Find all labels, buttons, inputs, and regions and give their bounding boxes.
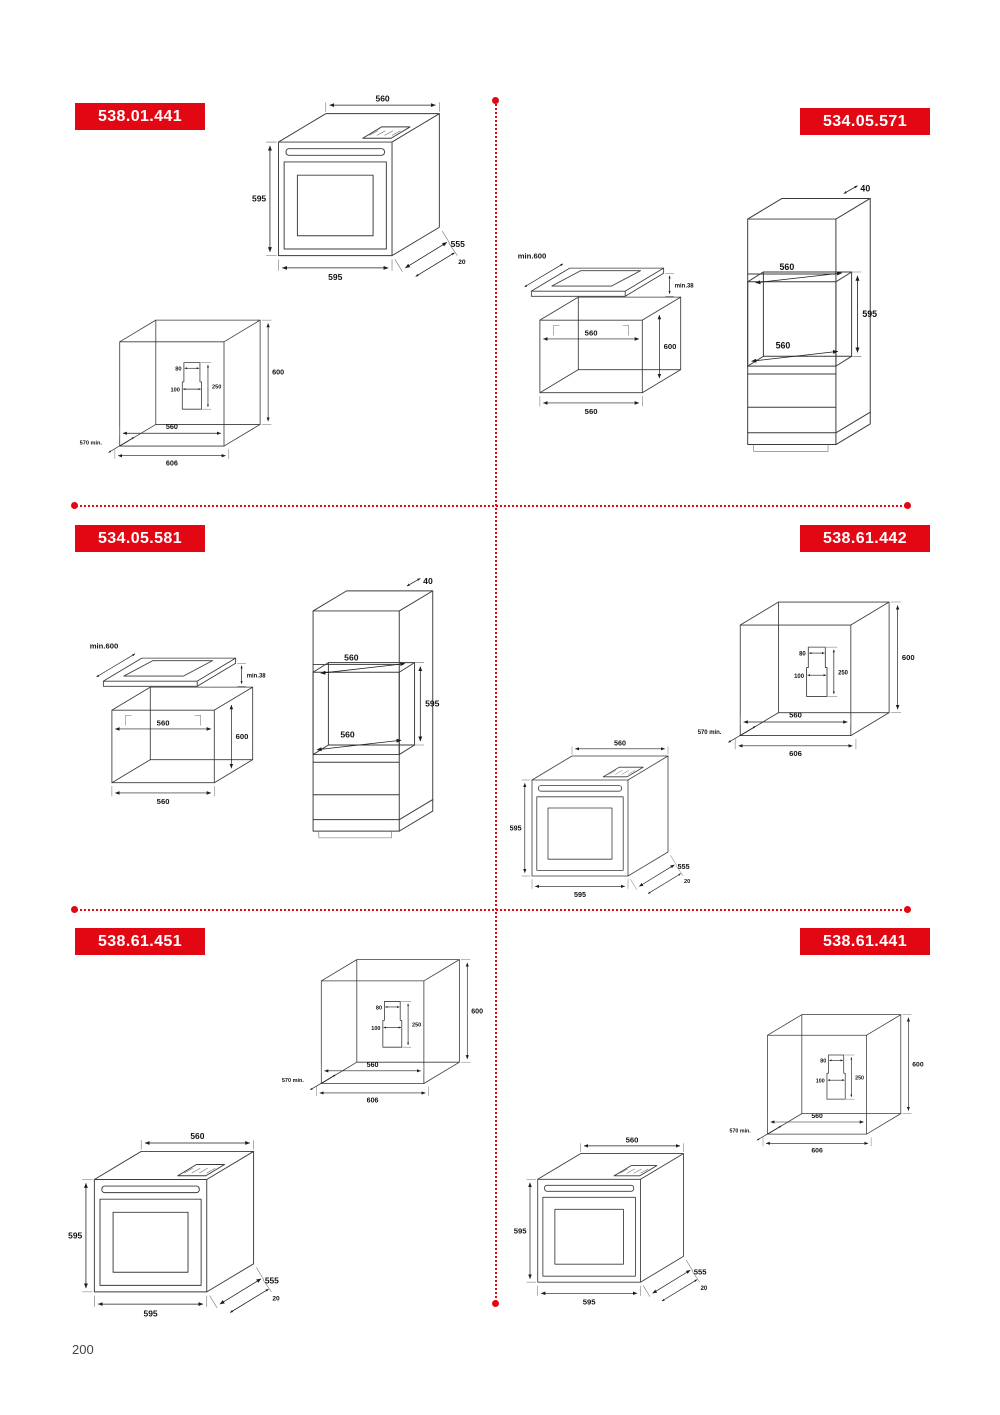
divider-vertical (495, 104, 497, 1302)
divider-dot-top (492, 97, 499, 104)
product-code-badge-534-05-581: 534.05.581 (75, 525, 205, 552)
oven-dimensions-diagram-p4 (508, 736, 704, 900)
oven-dimensions-diagram-p6 (512, 1132, 722, 1308)
divider-horizontal-2 (76, 909, 906, 911)
product-code-badge-538-61-441: 538.61.441 (800, 928, 930, 955)
divider-dot-left-1 (71, 502, 78, 509)
divider-dot-right-1 (904, 502, 911, 509)
niche-dimensions-diagram-p6 (728, 988, 932, 1154)
divider-horizontal-1 (76, 505, 906, 507)
niche-dimensions-diagram-p5 (280, 932, 492, 1104)
divider-dot-right-2 (904, 906, 911, 913)
oven-dimensions-diagram-p1 (250, 90, 482, 284)
page-number: 200 (72, 1342, 94, 1357)
niche-dimensions-diagram-p4 (696, 572, 924, 758)
niche-dimensions-diagram-p1 (78, 292, 293, 467)
oven-dimensions-diagram-p5 (66, 1128, 296, 1320)
tall-cabinet-diagram-p2 (726, 172, 888, 471)
product-code-badge-538-61-442: 538.61.442 (800, 525, 930, 552)
product-code-badge-538-61-451: 538.61.451 (75, 928, 205, 955)
divider-dot-bottom (492, 1300, 499, 1307)
tall-cabinet-diagram-p3 (292, 565, 450, 857)
product-code-badge-534-05-571: 534.05.571 (800, 108, 930, 135)
product-code-badge-538-01-441: 538.01.441 (75, 103, 205, 130)
worktop-cutout-diagram-p3 (88, 628, 280, 806)
divider-dot-left-2 (71, 906, 78, 913)
worktop-cutout-diagram-p2 (516, 238, 708, 416)
